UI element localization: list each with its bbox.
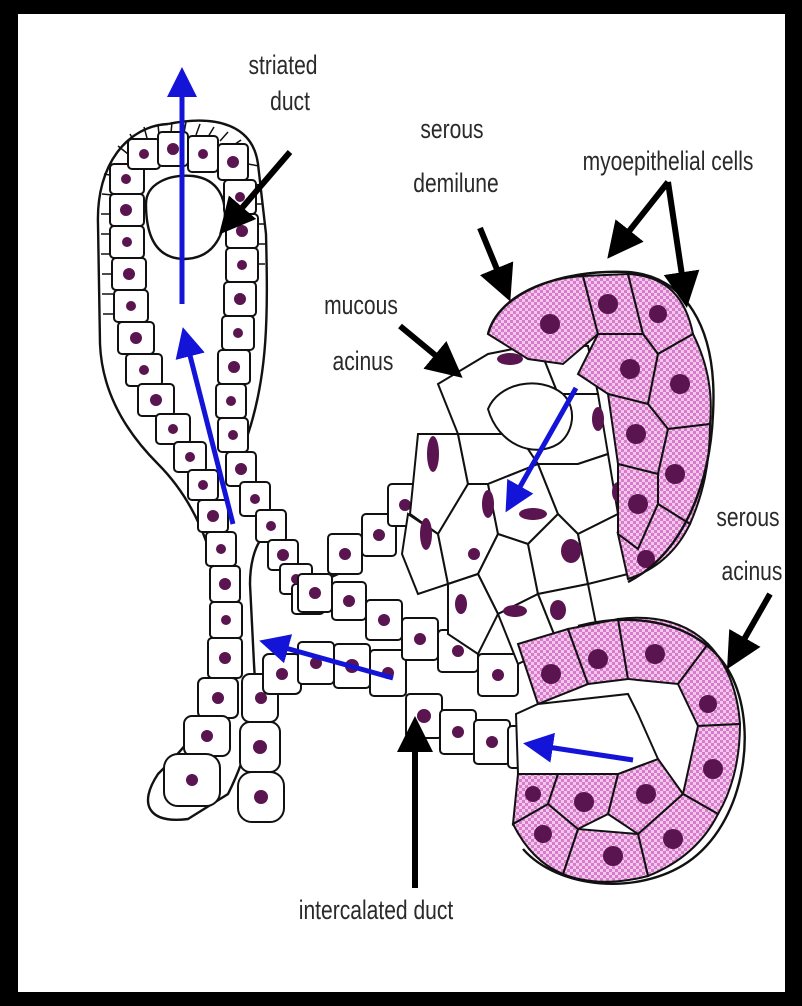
myoepithelial-pointer-icon: [668, 182, 686, 302]
mucous-acinus-label-line2: acinus: [333, 347, 394, 377]
serous-acinus-label-line1: serous: [716, 503, 779, 533]
serous-acinus-pointer-icon: [730, 594, 770, 664]
myoepithelial-cells-label: myoepithelial cells: [583, 147, 754, 177]
striated-duct-label-line2: duct: [270, 87, 310, 117]
serous-acinus-label-line2: acinus: [722, 557, 783, 587]
salivary-gland-diagram: striated duct serous demilune myoepithel…: [18, 14, 785, 992]
striated-duct-label-line1: striated: [248, 51, 317, 81]
serous-demilune-pointer-icon: [480, 228, 508, 296]
mucous-acinus-pointer-icon: [400, 326, 458, 374]
mucous-acinus-label-line1: mucous: [324, 291, 398, 321]
intercalated-duct-label: intercalated duct: [299, 896, 454, 926]
serous-acinus-shape: [513, 618, 745, 884]
serous-demilune-label-line2: demilune: [413, 169, 498, 199]
mucous-acinus-shape: [402, 344, 628, 664]
myoepithelial-pointer-icon: [611, 182, 668, 254]
diagram-canvas: striated duct serous demilune myoepithel…: [18, 14, 785, 992]
serous-demilune-label-line1: serous: [420, 115, 483, 145]
